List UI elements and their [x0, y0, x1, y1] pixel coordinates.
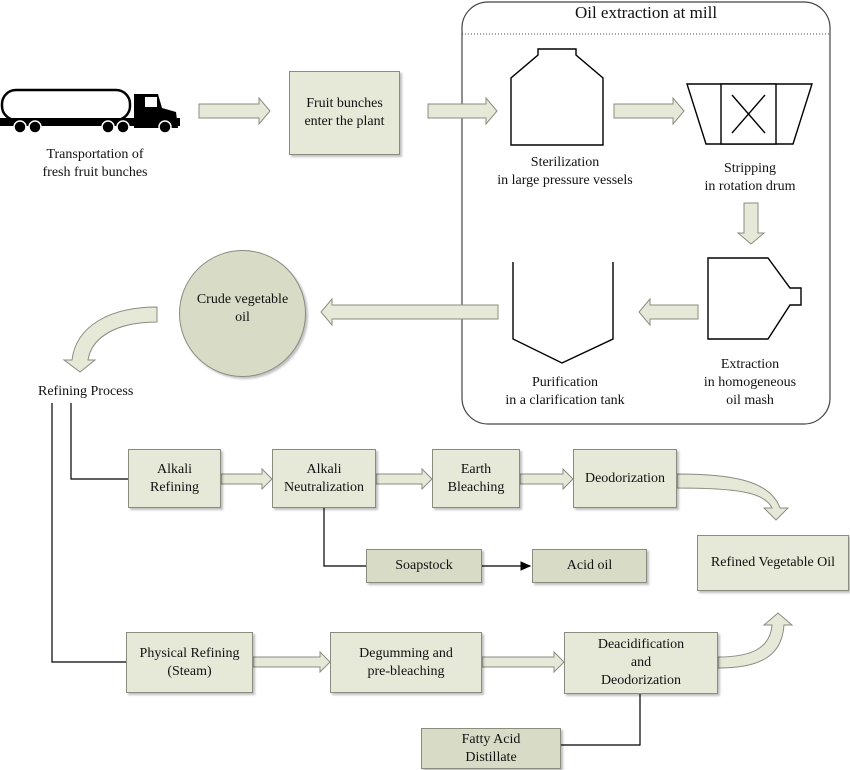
stripping-label: Stripping in rotation drum — [704, 161, 796, 194]
sterilization-label: Sterilization in large pressure vessels — [497, 155, 633, 188]
clarification-tank-icon — [512, 262, 614, 364]
extraction-label: Extraction in homogeneous oil mash — [703, 357, 797, 408]
deacidification-box: Deacidification and Deodorization — [564, 632, 718, 694]
fatty-acid-box: Fatty Acid Distillate — [421, 728, 561, 769]
alkali-neutralization-box: Alkali Neutralization — [272, 449, 376, 508]
sterilization-vessel-icon — [510, 48, 604, 146]
line-deacid-to-fatty — [561, 694, 641, 746]
earth-bleaching-box: Earth Bleaching — [432, 449, 520, 508]
deacidification-text: Deacidification and Deodorization — [597, 637, 685, 688]
soapstock-text: Soapstock — [395, 558, 453, 573]
physical-refining-text: Physical Refining (Steam) — [139, 645, 240, 679]
arrow-purification-to-crude — [320, 297, 499, 327]
arrow-physical-to-degumming — [252, 650, 331, 674]
arrow-truck-to-fruit — [198, 96, 271, 126]
arrow-degumming-to-deacid — [481, 650, 565, 674]
crude-oil-text: Crude vegetable oil — [196, 291, 289, 325]
refining-process-label: Refining Process — [38, 384, 134, 399]
purification-label: Purification in a clarification tank — [505, 375, 625, 408]
extraction-press-icon — [707, 257, 802, 340]
arrow-deacid-to-refined — [717, 612, 794, 669]
physical-refining-box: Physical Refining (Steam) — [126, 632, 253, 693]
degumming-box: Degumming and pre-bleaching — [330, 632, 482, 693]
acid-oil-box: Acid oil — [532, 549, 647, 583]
fruit-bunches-text: Fruit bunches enter the plant — [304, 96, 385, 129]
arrow-fruit-to-sterilization — [427, 96, 498, 126]
alkali-refining-box: Alkali Refining — [128, 449, 221, 508]
truck-icon — [0, 88, 180, 134]
arrow-neutralization-to-bleaching — [375, 467, 433, 491]
line-refining-to-alkali — [70, 403, 128, 480]
arrow-bleaching-to-deodorization — [519, 467, 574, 491]
alkali-refining-text: Alkali Refining — [150, 461, 199, 495]
refined-oil-text: Refined Vegetable Oil — [710, 555, 836, 570]
soapstock-box: Soapstock — [366, 549, 482, 583]
arrow-sterilization-to-stripping — [613, 96, 685, 126]
crude-oil-circle: Crude vegetable oil — [179, 250, 306, 377]
arrow-deodorization-to-refined — [676, 473, 790, 521]
mill-title: Oil extraction at mill — [574, 3, 718, 22]
earth-bleaching-text: Earth Bleaching — [447, 461, 505, 495]
arrow-stripping-to-extraction — [736, 202, 766, 245]
refined-oil-box: Refined Vegetable Oil — [697, 535, 849, 591]
fruit-bunches-box: Fruit bunches enter the plant — [289, 71, 400, 155]
line-refining-to-physical — [51, 403, 126, 663]
deodorization-text: Deodorization — [584, 471, 666, 486]
rotation-drum-icon — [686, 83, 813, 145]
arrow-alkali-to-neutralization — [220, 467, 273, 491]
degumming-text: Degumming and pre-bleaching — [359, 645, 453, 679]
fatty-acid-text: Fatty Acid Distillate — [461, 731, 521, 765]
arrow-crude-to-refining — [62, 306, 158, 373]
acid-oil-text: Acid oil — [566, 558, 613, 573]
alkali-neutralization-text: Alkali Neutralization — [283, 461, 365, 495]
arrow-extraction-to-purification — [638, 297, 699, 327]
deodorization-box: Deodorization — [573, 449, 677, 508]
truck-label: Transportation of fresh fruit bunches — [42, 147, 148, 180]
line-neutralization-to-soapstock — [323, 508, 366, 567]
